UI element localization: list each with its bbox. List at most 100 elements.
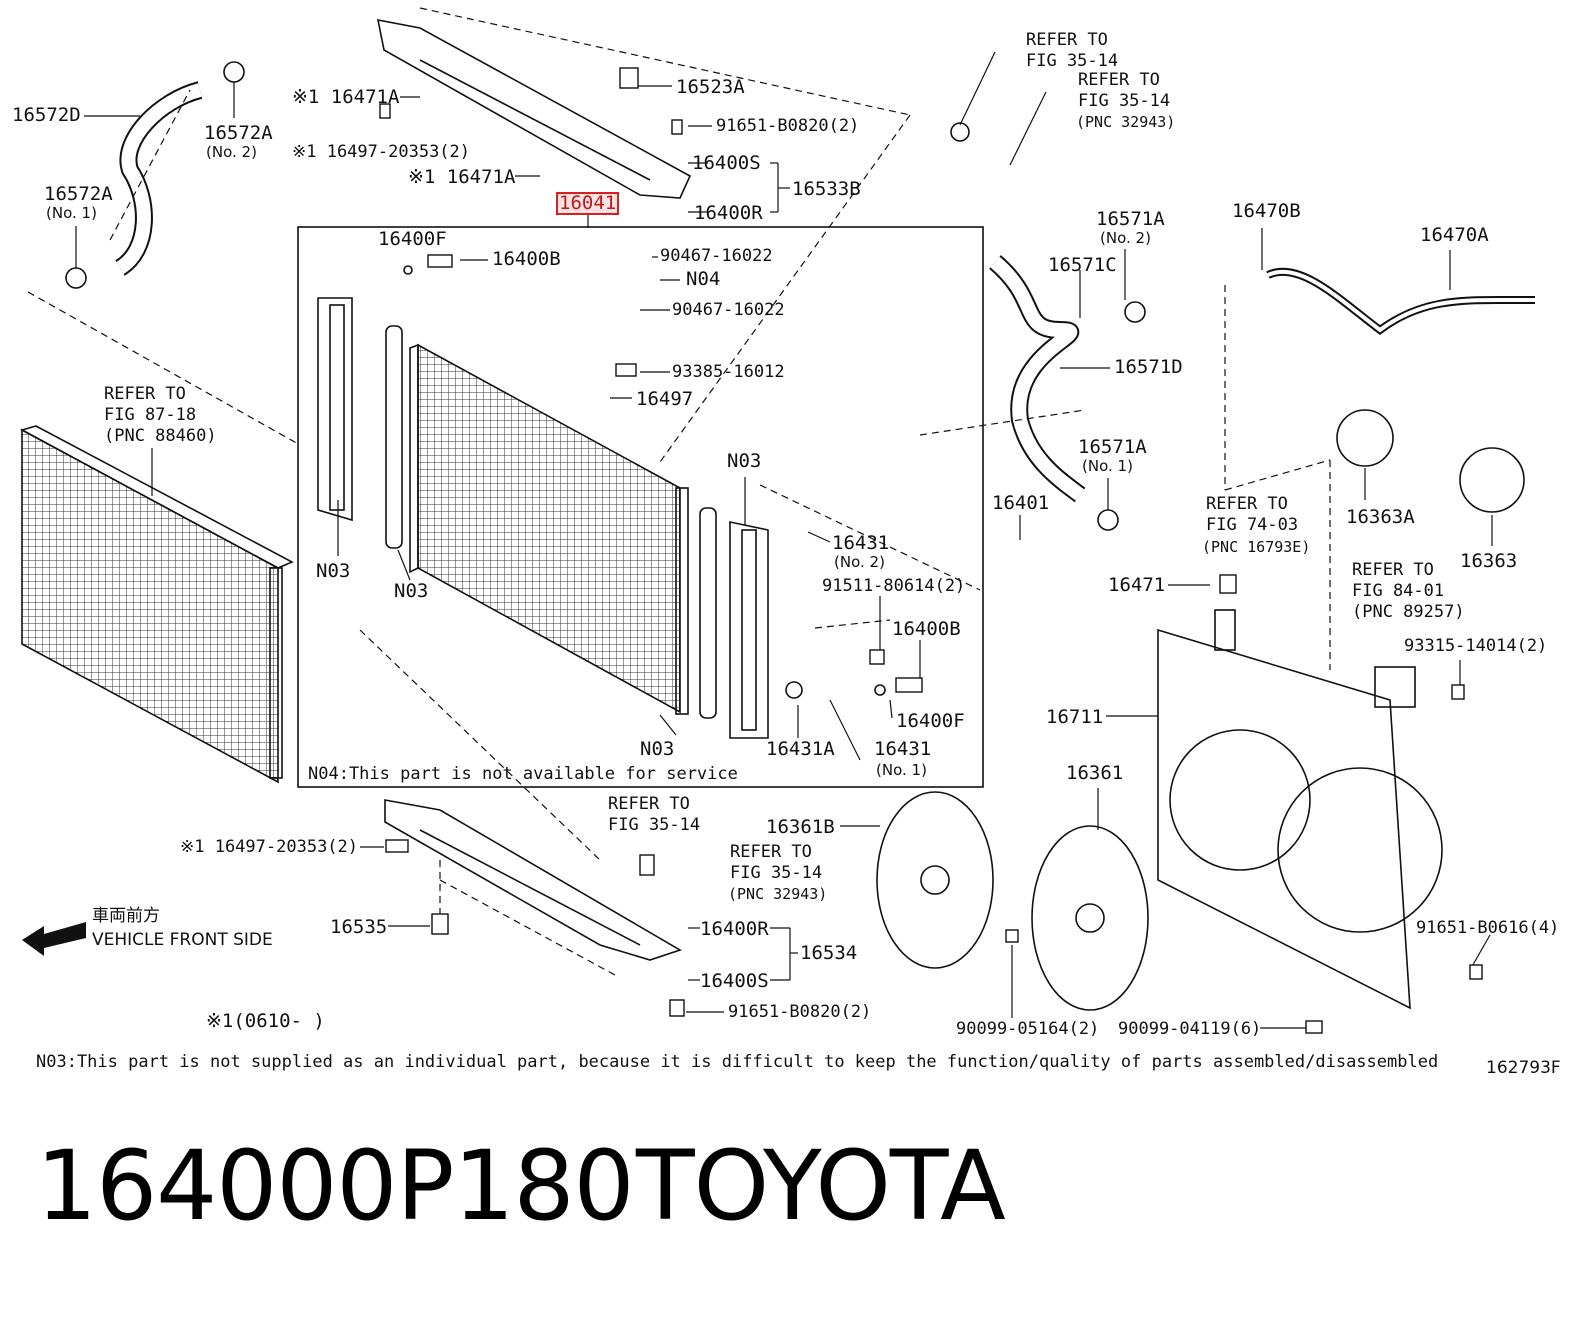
motor-16363 [1459,447,1525,513]
seal-left [385,325,403,549]
label-90467-a: 90467-16022 [660,246,773,266]
label-no1-c: (No. 1) [1082,457,1133,475]
ref4-line3: (PNC 16793E) [1202,538,1311,556]
ref5-line2: FIG 84-01 [1352,581,1445,601]
label-16533B: 16533B [792,178,861,200]
label-16431-no1: 16431 [874,738,932,760]
label-16400F-low: 16400F [896,710,965,732]
label-N03-d: N03 [727,450,762,472]
label-16400S-bottom: 16400S [700,970,769,992]
figure-id: 162793F [1486,1058,1561,1078]
exploded-parts-diagram [19,7,1535,1034]
label-93315: 93315-14014(2) [1404,636,1548,656]
label-no2-c: (No. 2) [1100,229,1151,247]
label-90099-04119: 90099-04119(6) [1118,1019,1262,1039]
seal-right [699,507,717,719]
label-N03-c: N03 [640,738,675,760]
label-16400R-bottom: 16400R [700,918,769,940]
motor-16363A [1336,409,1394,467]
label-91511: 91511-80614(2) [822,576,966,596]
label-16497: 16497 [636,388,694,410]
label-no1-a: (No. 1) [46,204,97,222]
ref2-line2: FIG 35-14 [1078,91,1171,111]
label-16400R-top: 16400R [694,202,763,224]
label-91651-top: 91651-B0820(2) [716,116,860,136]
label-16471A-top: ※1 16471A [292,86,400,108]
label-91651-bottom: 91651-B0820(2) [728,1002,872,1022]
label-16572A-no2: 16572A [204,122,273,144]
direction-en: VEHICLE FRONT SIDE [92,930,273,950]
label-16400F-top: 16400F [378,228,447,250]
ref7-line1: REFER TO [730,842,812,862]
label-90467-b: 90467-16022 [672,300,785,320]
label-16041-highlighted: 16041 [556,192,620,215]
note-N04: N04:This part is not available for servi… [308,764,738,784]
arrow-left-icon [22,922,86,956]
ref7-line3: (PNC 32943) [728,885,828,903]
date-range-note: ※1(0610- ) [206,1010,325,1032]
ref1-line1: REFER TO [1026,30,1108,50]
label-16572D: 16572D [12,104,81,126]
clamp-16572A-1 [65,267,87,289]
label-16571A-no2: 16571A [1096,208,1165,230]
label-16431-no2: 16431 [832,532,890,554]
ref5-line1: REFER TO [1352,560,1434,580]
label-16361: 16361 [1066,762,1124,784]
resistor-module [1374,666,1416,708]
radiator-right-tank [729,521,769,739]
ref6-line2: FIG 35-14 [608,815,701,835]
part-number-title: 164000P180 [36,1130,635,1242]
fan-16361B [876,791,994,969]
brand-title: TOYOTA [636,1130,1006,1242]
label-16361B: 16361B [766,816,835,838]
label-16401: 16401 [992,492,1050,514]
ref3-line1: REFER TO [104,384,186,404]
ref3-line3: (PNC 88460) [104,426,217,446]
label-16470A: 16470A [1420,224,1489,246]
radiator-assembly-frame [297,226,984,788]
ref5-line3: (PNC 89257) [1352,602,1465,622]
label-91651-B0616: 91651-B0616(4) [1416,918,1560,938]
label-16571A-no1: 16571A [1078,436,1147,458]
radiator-core [409,343,689,715]
label-N04: N04 [686,268,721,290]
note-N03: N03:This part is not supplied as an indi… [36,1052,1439,1072]
clamp-16572A-2 [223,61,245,83]
ref2-line1: REFER TO [1078,70,1160,90]
label-16400S-top: 16400S [692,152,761,174]
lower-support-bracket [384,799,682,961]
label-N03-a: N03 [316,560,351,582]
label-16523A: 16523A [676,76,745,98]
label-16534: 16534 [800,942,858,964]
ref6-line1: REFER TO [608,794,690,814]
label-16497-bottom: ※1 16497-20353(2) [180,837,359,857]
label-16571C: 16571C [1048,254,1117,276]
label-N03-b: N03 [394,580,429,602]
label-16535: 16535 [330,916,388,938]
label-16497-top: ※1 16497-20353(2) [292,142,471,162]
label-16400B-low: 16400B [892,618,961,640]
label-16470B: 16470B [1232,200,1301,222]
direction-jp: 車両前方 [92,906,160,926]
label-16363A: 16363A [1346,506,1415,528]
label-16572A-no1: 16572A [44,183,113,205]
fan-shroud [1157,628,1443,1010]
label-16571D: 16571D [1114,356,1183,378]
label-no2-a: (No. 2) [206,143,257,161]
label-93385: 93385-16012 [672,362,785,382]
ref1-line2: FIG 35-14 [1026,51,1119,71]
fan-16361 [1031,825,1149,1011]
ref3-line2: FIG 87-18 [104,405,197,425]
label-16471A-mid: ※1 16471A [408,166,516,188]
label-16400B-top: 16400B [492,248,561,270]
ref7-line2: FIG 35-14 [730,863,823,883]
label-no2-b: (No. 2) [834,553,885,571]
ref4-line1: REFER TO [1206,494,1288,514]
ref2-line3: (PNC 32943) [1076,113,1176,131]
ref4-line2: FIG 74-03 [1206,515,1299,535]
condenser [19,425,294,784]
label-90099-05164: 90099-05164(2) [956,1019,1100,1039]
label-16471: 16471 [1108,574,1166,596]
label-16711: 16711 [1046,706,1104,728]
label-16431A: 16431A [766,738,835,760]
